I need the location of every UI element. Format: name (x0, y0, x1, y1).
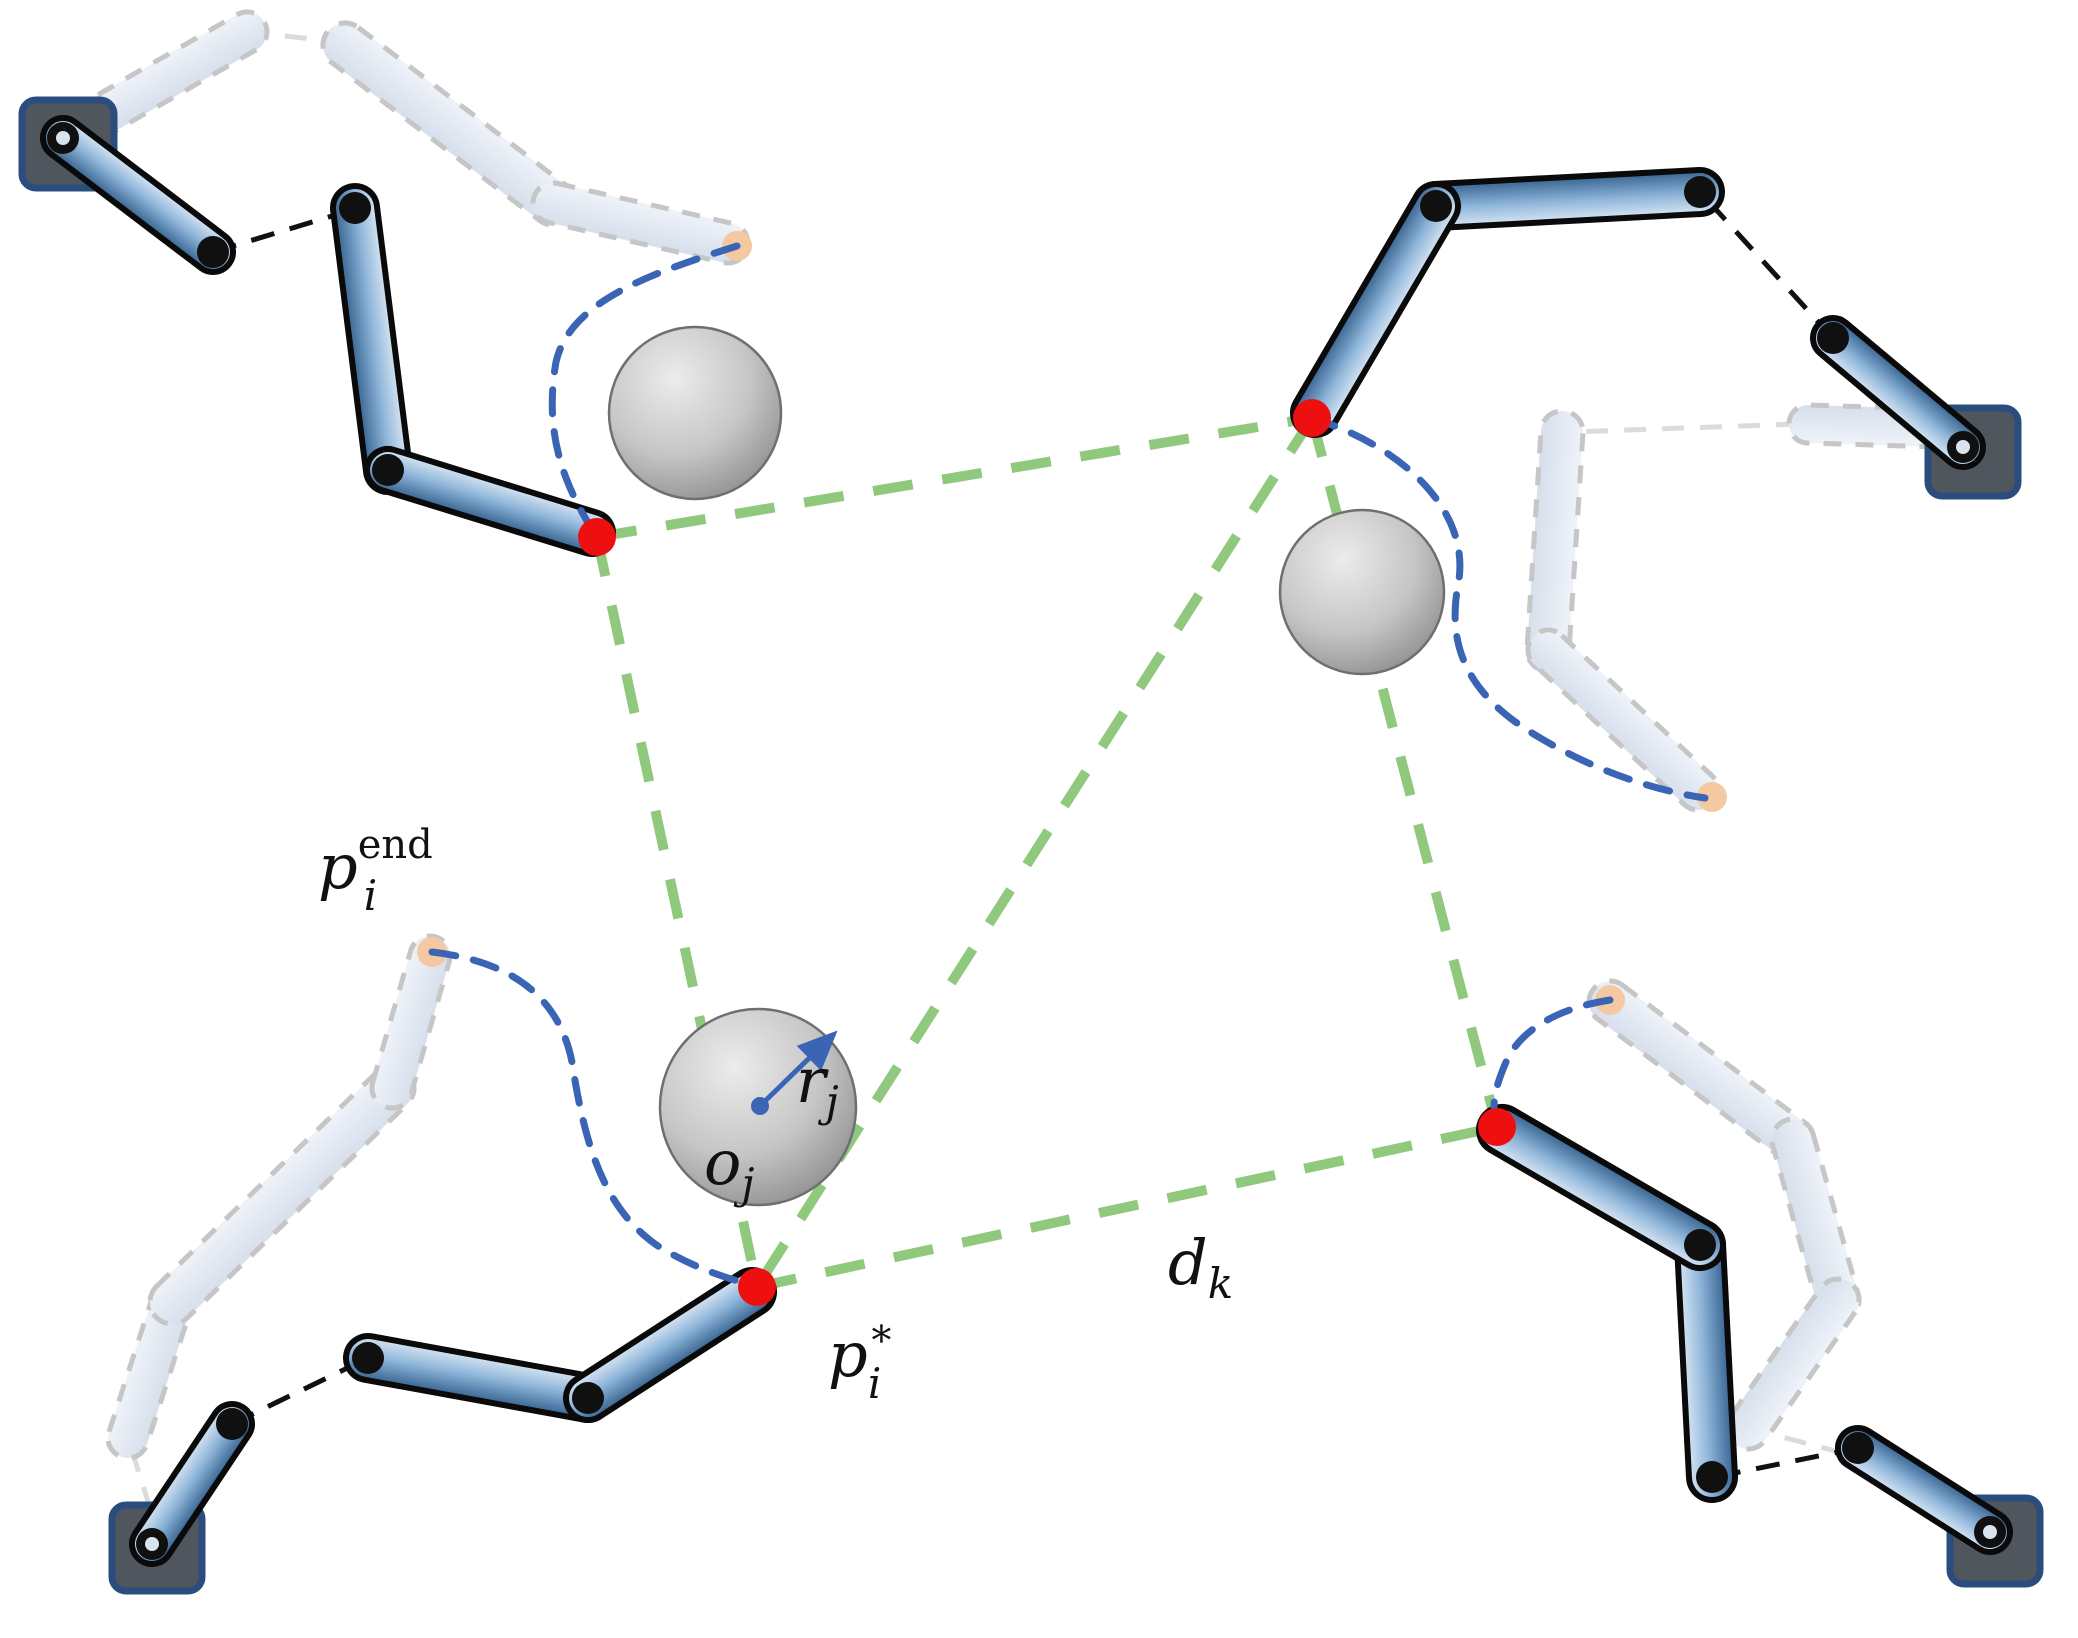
joint (352, 1342, 384, 1374)
arm-bottom-left-ghost-link-3 (369, 933, 453, 1111)
joint (1420, 190, 1452, 222)
arm-bottom-right-link-1 (1834, 1425, 2013, 1555)
target-point-A (578, 518, 616, 556)
arm-top-right-ghost (1524, 402, 1960, 813)
arm-bottom-left-ghost (105, 933, 453, 1509)
arm-top-right-ghost-connector (1571, 421, 1799, 435)
joint (1684, 176, 1716, 208)
obstacle-2 (1278, 508, 1446, 676)
arm-bottom-right-ghost-link-3 (1724, 1276, 1862, 1452)
label-r-j: rj (796, 1044, 839, 1126)
trajectory-bottom-left (428, 948, 761, 1291)
base-joint-ring (56, 131, 70, 145)
arm-top-left-ghost (85, 9, 751, 266)
arm-bottom-left-ghost-link-2 (147, 1063, 417, 1327)
arm-top-left-link-2 (330, 183, 414, 496)
distance-edge-A-B (596, 413, 1313, 542)
trajectory-top-right (1308, 414, 1709, 802)
arm-top-right (1290, 167, 2022, 500)
joint (1817, 322, 1849, 354)
end-position-dot-2 (1697, 782, 1727, 812)
distance-edge-B-D (1307, 416, 1502, 1129)
arm-bottom-left-link-1 (128, 1401, 255, 1567)
target-point-D (1478, 1108, 1516, 1146)
joint (339, 192, 371, 224)
trajectory-top-left (548, 242, 741, 541)
arm-top-left-link-1 (40, 115, 237, 275)
arm-top-right-connector (1698, 190, 1835, 340)
joint (216, 1408, 248, 1440)
obstacle-radius-arrow (758, 1030, 838, 1108)
label-p-i-star: p∗i (828, 1310, 895, 1408)
arm-top-left-ghost-link-1 (85, 9, 270, 135)
joint (372, 454, 404, 486)
arm-bottom-left-connector (230, 1355, 370, 1427)
label-o-j: oj (704, 1126, 754, 1208)
joint (1842, 1432, 1874, 1464)
arm-bottom-right-ghost (1586, 978, 1863, 1461)
joint (197, 236, 229, 268)
distance-edge-C-D (755, 1122, 1499, 1292)
base-joint-ring (1956, 440, 1970, 454)
arm-bottom-right-connector (1714, 1445, 1859, 1480)
arm-top-left (18, 96, 616, 557)
base-joint-ring (145, 1537, 159, 1551)
target-point-C (738, 1268, 776, 1306)
arm-bottom-left-ghost-connector (125, 1437, 153, 1509)
obstacle-1 (607, 325, 783, 501)
obstacle-center-dot (751, 1097, 769, 1115)
arm-bottom-right (1476, 1104, 2044, 1588)
trajectory-bottom-right (1490, 996, 1614, 1131)
arm-top-right-link-1 (1810, 314, 1986, 470)
arm-top-right-ghost-link-3 (1525, 627, 1721, 813)
joint (1684, 1229, 1716, 1261)
joint (1696, 1461, 1728, 1493)
arm-bottom-left (108, 1266, 778, 1595)
arm-top-right-ghost-link-2 (1524, 408, 1586, 674)
arm-top-left-ghost-link-3 (530, 180, 751, 266)
arm-top-left-connector (212, 207, 353, 255)
target-point-B (1293, 399, 1331, 437)
label-d-k: dk (1168, 1226, 1233, 1308)
joint (572, 1382, 604, 1414)
base-joint-ring (1983, 1525, 1997, 1539)
